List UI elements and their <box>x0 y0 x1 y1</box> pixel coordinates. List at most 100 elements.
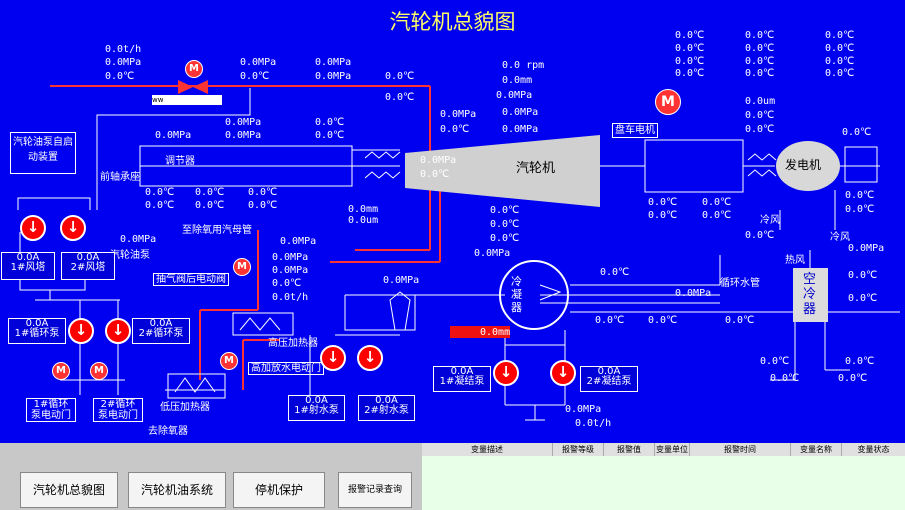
main-steam-valve-motor[interactable]: M <box>185 60 203 78</box>
pressure-reading: 0.0MPa <box>496 90 533 101</box>
temp-reading: 0.0℃ <box>675 30 705 41</box>
generator-body <box>776 141 840 191</box>
circ-pump-1-icon[interactable] <box>68 318 94 344</box>
fan-tower-2-pump[interactable] <box>60 215 86 241</box>
circ-pump-2-icon[interactable] <box>105 318 131 344</box>
temp-reading: 0.0℃ <box>675 68 705 79</box>
hp-heater-drain-valve-label: 高加放水电动门 <box>248 362 324 375</box>
circ-pump-valve-1-motor[interactable]: M <box>52 362 70 380</box>
pressure-reading: 0.0MPa <box>272 265 309 276</box>
temp-reading: 0.0℃ <box>272 278 302 289</box>
pressure-reading: 0.0MPa <box>315 57 352 68</box>
circ-pump-valve-1-label: 1#循环泵电动门 <box>26 398 76 422</box>
temp-reading: 0.0℃ <box>702 210 732 221</box>
jet-pump-1-icon[interactable] <box>320 345 346 371</box>
oil-system-button[interactable]: 汽轮机油系统 <box>128 472 226 508</box>
cond-pump-2-icon[interactable] <box>550 360 576 386</box>
temp-reading: 0.0℃ <box>145 200 175 211</box>
hotwell-level-bar <box>450 326 510 338</box>
jet-pump-2-icon[interactable] <box>357 345 383 371</box>
hot-air-label: 热风 <box>785 255 805 266</box>
circ-pump-valve-2-label: 2#循环泵电动门 <box>93 398 143 422</box>
pressure-reading: 0.0MPa <box>502 124 539 135</box>
cond-pump-1-label: 1#凝结泵 <box>439 376 485 387</box>
temp-reading: 0.0℃ <box>675 56 705 67</box>
temp-reading: 0.0℃ <box>845 204 875 215</box>
cold-air-label: 冷风 <box>760 215 780 226</box>
temp-reading: 0.0℃ <box>440 124 470 135</box>
pressure-reading: 0.0MPa <box>502 107 539 118</box>
temp-reading: 0.0℃ <box>315 130 345 141</box>
pressure-reading: 0.0MPa <box>240 57 277 68</box>
deaerator-label: 去除氧器 <box>148 426 188 437</box>
cond-pump-1-current: 0.0A <box>450 366 474 377</box>
main-steam-flow: 0.0t/h <box>105 44 142 55</box>
fan-tower-1-label: 1#风塔 <box>10 262 46 273</box>
stop-protect-button[interactable]: 停机保护 <box>233 472 325 508</box>
jet-pump-2-current: 0.0A <box>375 395 398 406</box>
hp-drain-valve-motor[interactable]: M <box>220 352 238 370</box>
turbine-label: 汽轮机 <box>516 161 556 176</box>
temp-reading: 0.0℃ <box>825 43 855 54</box>
main-steam-temp: 0.0℃ <box>105 71 135 82</box>
turning-motor-icon[interactable]: M <box>655 89 681 115</box>
fan-tower-2-current: 0.0A <box>76 252 100 263</box>
temp-reading: 0.0℃ <box>745 68 775 79</box>
temp-reading: 0.0℃ <box>600 267 630 278</box>
pressure-reading: 0.0MPa <box>675 288 712 299</box>
pipe-diagram <box>17 80 900 421</box>
temp-reading: 0.0℃ <box>490 205 520 216</box>
hp-heater-label: 高压加热器 <box>268 338 318 349</box>
condenser-label: 冷凝器 <box>511 275 522 314</box>
overview-button[interactable]: 汽轮机总貌图 <box>20 472 118 508</box>
turbine-speed: 0.0 rpm <box>502 60 545 71</box>
temp-reading: 0.0℃ <box>702 197 732 208</box>
flow-reading: 0.0t/h <box>575 418 612 429</box>
page-title: 汽轮机总貌图 <box>389 10 516 34</box>
temp-reading: 0.0℃ <box>825 68 855 79</box>
temp-reading: 0.0℃ <box>825 30 855 41</box>
flow-reading: 0.0t/h <box>272 292 309 303</box>
oil-pump-auto-start-box[interactable]: 汽轮油泵自启动装置 <box>10 132 76 174</box>
alarm-col-header: 变量名称 <box>791 443 842 456</box>
valve-position-box: ww <box>152 95 222 105</box>
temp-reading: 0.0℃ <box>248 187 278 198</box>
circ-pump-valve-2-motor[interactable]: M <box>90 362 108 380</box>
alarm-table: 变量描述 报警等级 报警值 变量单位 报警时间 变量名称 变量状态 <box>422 443 905 510</box>
alarm-col-header: 变量单位 <box>655 443 690 456</box>
temp-reading: 0.0℃ <box>490 233 520 244</box>
temp-reading: 0.0℃ <box>745 230 775 241</box>
fan-tower-2-label: 2#风塔 <box>70 262 106 273</box>
temp-reading: 0.0℃ <box>848 293 878 304</box>
extraction-valve-motor[interactable]: M <box>233 258 251 276</box>
turbine-oil-pump-label: 汽轮油泵 <box>110 250 150 261</box>
circ-pump-1-current: 0.0A <box>25 318 49 329</box>
temp-reading: 0.0℃ <box>385 71 415 82</box>
axial-displacement: 0.0mm <box>502 75 533 86</box>
alarm-col-header: 报警等级 <box>553 443 604 456</box>
shaft-vibration: 0.0um <box>348 215 379 226</box>
temp-reading: 0.0℃ <box>745 56 775 67</box>
alarm-col-header: 报警值 <box>604 443 655 456</box>
temp-reading: 0.0℃ <box>385 92 415 103</box>
alarm-query-button[interactable]: 报警记录查询 <box>338 472 412 508</box>
fan-tower-1-pump[interactable] <box>20 215 46 241</box>
cold-air-label: 冷风 <box>830 232 850 243</box>
temp-reading: 0.0℃ <box>675 43 705 54</box>
jet-pump-1-label: 1#射水泵 <box>294 405 339 416</box>
temp-reading: 0.0℃ <box>838 373 868 384</box>
temp-reading: 0.0℃ <box>760 356 790 367</box>
temp-reading: 0.0℃ <box>745 110 775 121</box>
circ-pump-1-label: 1#循环泵 <box>14 328 60 339</box>
pressure-reading: 0.0MPa <box>440 109 477 120</box>
cond-pump-1-icon[interactable] <box>493 360 519 386</box>
